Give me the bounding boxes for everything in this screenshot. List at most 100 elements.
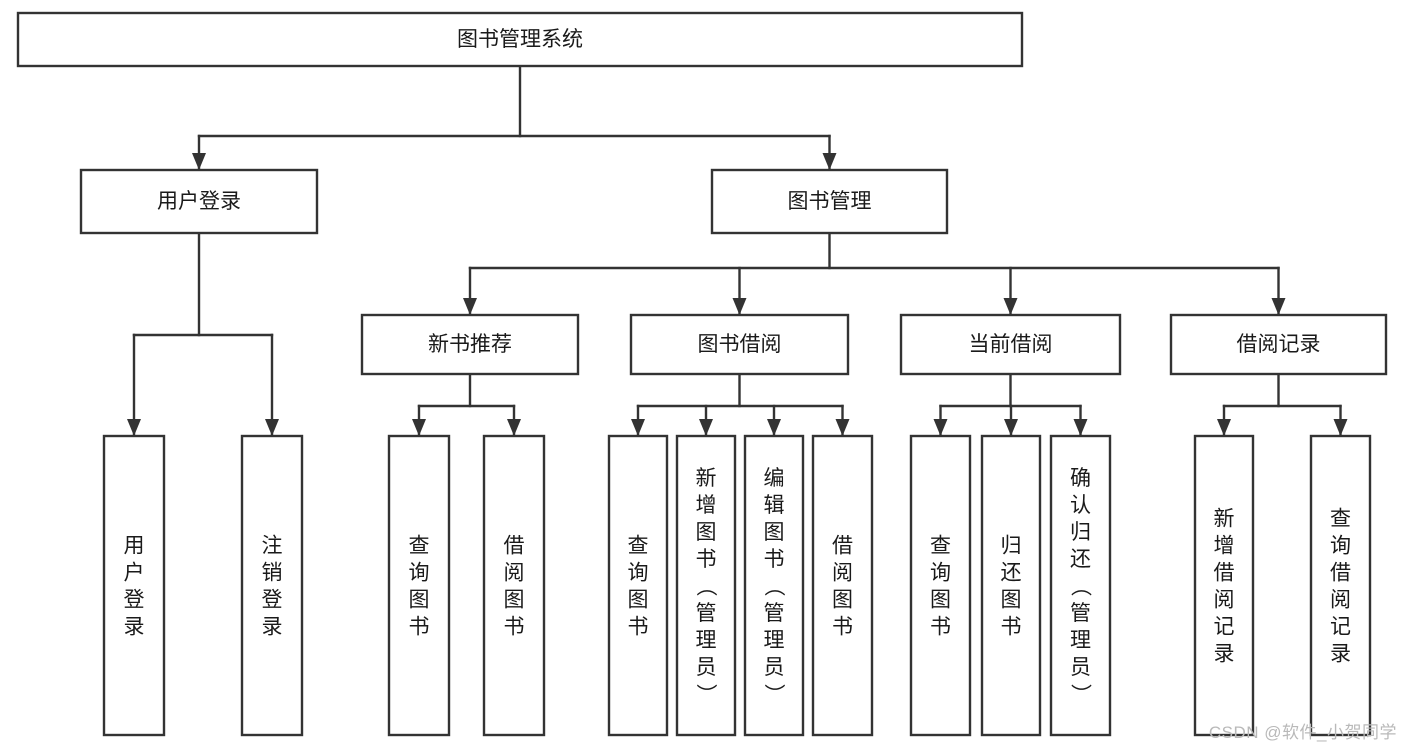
node-label-char: 借 [832,535,853,558]
arrow-head-icon [1004,419,1018,436]
edge-group-root-to-level1 [192,64,837,171]
node-leaf-1-用户登录[interactable]: 用户登录 [102,434,166,737]
csdn-watermark: CSDN @软件_小贺同学 [1208,723,1397,742]
arrow-head-icon [1003,298,1018,315]
node-label-char: 录 [1330,643,1351,666]
node-level2-1-新书推荐[interactable]: 新书推荐 [360,313,580,376]
node-box [360,313,580,376]
node-label-char: 询 [1330,535,1351,558]
node-label-char: 认 [1070,494,1091,517]
edge-group-tsgl-to-level2 [463,231,1286,316]
arrow-head-icon [463,298,477,315]
node-label-char: 销 [262,562,283,585]
arrow-head-icon [699,419,713,436]
node-label-char: 询 [628,562,649,585]
node-label-char: 书 [1001,616,1022,639]
node-label-char: 询 [930,562,951,585]
node-box [1169,313,1388,376]
arrow-head-icon [127,419,141,436]
node-level1-2-图书管理[interactable]: 图书管理 [710,168,949,235]
arrow-head-icon [265,419,279,436]
node-label-char: 图 [628,589,649,612]
node-level2-4-借阅记录[interactable]: 借阅记录 [1169,313,1388,376]
node-label-char: 归 [1070,521,1091,544]
node-root-1-图书管理系统[interactable]: 图书管理系统 [16,11,1024,68]
arrow-head-icon [192,153,206,170]
node-label-char: 阅 [832,562,853,585]
node-label-char: 录 [1214,643,1235,666]
node-layer: 图书管理系统用户登录图书管理新书推荐图书借阅当前借阅借阅记录用户登录注销登录查询… [16,11,1388,737]
node-box [16,11,1024,68]
node-box [79,168,319,235]
node-box [607,434,669,737]
node-label-char: 新 [1214,508,1235,531]
node-label-char: 管 [696,602,717,625]
node-box [710,168,949,235]
node-level2-2-图书借阅[interactable]: 图书借阅 [629,313,850,376]
node-label-char: 询 [409,562,430,585]
node-label-char: 阅 [504,562,525,585]
node-label-char: ） [694,684,717,705]
node-label-char: 书 [409,616,430,639]
node-level2-3-当前借阅[interactable]: 当前借阅 [899,313,1122,376]
node-label-char: 图 [1001,589,1022,612]
node-box [899,313,1122,376]
node-label-char: 查 [628,535,649,558]
node-label-char: 借 [1214,562,1235,585]
node-label-char: 归 [1001,535,1022,558]
node-label-char: 新 [696,467,717,490]
node-box [1049,434,1112,737]
node-label-char: 录 [262,616,283,639]
node-label-char: 图 [832,589,853,612]
node-label-char: 查 [1330,508,1351,531]
edge-group-yhdl-to-leaves [127,231,279,437]
node-label: 当前借阅 [969,333,1053,356]
node-label-char: 理 [1070,629,1091,652]
node-label-char: 阅 [1214,589,1235,612]
node-box [675,434,737,737]
node-label-char: 员 [764,656,785,679]
node-level1-1-用户登录[interactable]: 用户登录 [79,168,319,235]
node-box [1309,434,1372,737]
edge-group-tsjy-to-leaves [631,372,850,437]
node-label: 新书推荐 [428,333,512,356]
node-label: 图书管理系统 [457,28,583,51]
node-label-char: 阅 [1330,589,1351,612]
node-label-char: 书 [930,616,951,639]
arrow-head-icon [1217,419,1231,436]
node-box [909,434,972,737]
node-box [482,434,546,737]
arrow-head-icon [1271,298,1286,315]
node-label-char: 还 [1001,562,1022,585]
node-label-char: 增 [1214,535,1235,558]
node-box [240,434,304,737]
node-label-char: 书 [696,548,717,571]
edge-group-xstj-to-leaves [412,372,521,437]
connector-layer [127,64,1348,437]
node-box [1193,434,1255,737]
arrow-head-icon [822,153,837,170]
node-label-char: 员 [1070,656,1091,679]
node-label-char: 书 [832,616,853,639]
node-box [387,434,451,737]
node-label-char: 查 [930,535,951,558]
node-label-char: 员 [696,656,717,679]
node-label-char: 录 [124,616,145,639]
node-box [629,313,850,376]
node-label-char: ） [1069,684,1092,705]
node-label-char: 辑 [764,494,785,517]
